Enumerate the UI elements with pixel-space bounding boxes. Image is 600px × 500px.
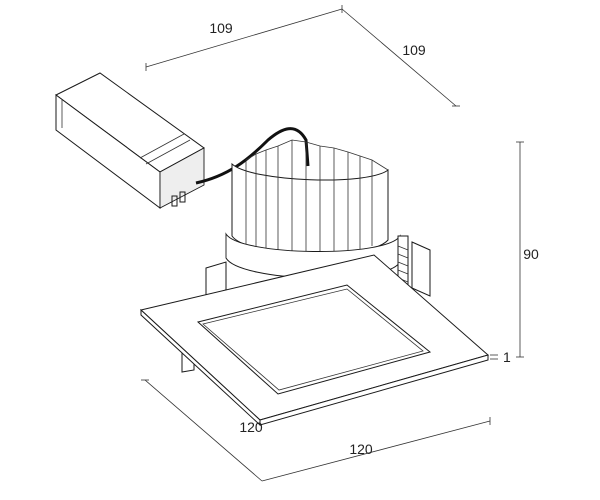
- diffuser-lens: [196, 284, 432, 395]
- power-cable: [195, 127, 310, 185]
- dim-flange-label: 1: [503, 349, 511, 365]
- heat-sink: [231, 139, 389, 257]
- dim-height-label: 90: [523, 246, 539, 262]
- dim-top-depth-label: 109: [402, 42, 426, 58]
- dim-bottom-width-label: 120: [349, 441, 373, 457]
- led-driver-box: [55, 72, 205, 209]
- dim-bottom-depth-label: 120: [239, 419, 263, 435]
- dim-top-width-label: 109: [209, 20, 233, 36]
- dimension-lines: [141, 5, 524, 482]
